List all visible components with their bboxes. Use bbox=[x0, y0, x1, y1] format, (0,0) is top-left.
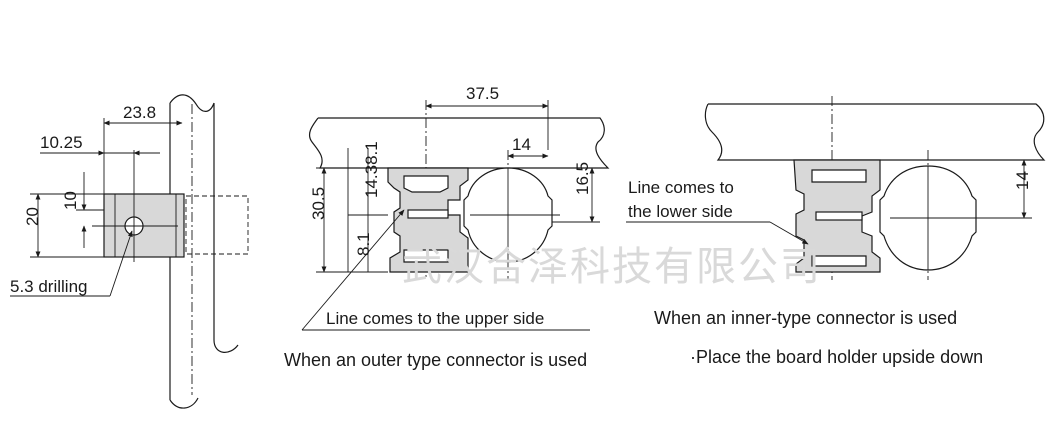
board-outline-right bbox=[704, 103, 1046, 161]
caption-inner: When an inner-type connector is used bbox=[654, 308, 957, 328]
left-view: 23.8 10.25 20 10 5.3 drilling bbox=[10, 94, 249, 409]
holder-profile bbox=[387, 167, 469, 273]
dim-14-middle: 14 bbox=[512, 135, 531, 154]
dim-20: 20 bbox=[23, 207, 42, 226]
note-lower-side-1: Line comes to bbox=[628, 178, 734, 197]
dim-23-8: 23.8 bbox=[123, 103, 156, 122]
caption-outer: When an outer type connector is used bbox=[284, 350, 587, 370]
middle-view: 37.5 14 16.5 30.5 14.38.1 8.1 Line comes… bbox=[284, 84, 610, 370]
holder-block bbox=[103, 193, 185, 258]
subcaption-upside-down: ·Place the board holder upside down bbox=[690, 347, 983, 367]
note-upper-side: Line comes to the upper side bbox=[326, 309, 544, 328]
dim-lower: 8.1 bbox=[354, 232, 373, 256]
watermark: 武汉合泽科技有限公司 bbox=[402, 244, 822, 290]
drilling-label: 5.3 drilling bbox=[10, 277, 88, 296]
dim-30-5: 30.5 bbox=[309, 187, 328, 220]
note-lower-side-2: the lower side bbox=[628, 202, 733, 221]
dim-10: 10 bbox=[61, 191, 80, 210]
board-outline bbox=[308, 117, 610, 169]
dim-upper: 14.38.1 bbox=[362, 141, 381, 198]
dim-37-5: 37.5 bbox=[466, 84, 499, 103]
dim-16-5: 16.5 bbox=[573, 162, 592, 195]
dim-10-25: 10.25 bbox=[40, 133, 83, 152]
dim-14-right: 14 bbox=[1013, 171, 1032, 190]
connector-ghost bbox=[185, 195, 249, 255]
right-view: 14 Line comes to the lower side When an … bbox=[626, 96, 1046, 367]
